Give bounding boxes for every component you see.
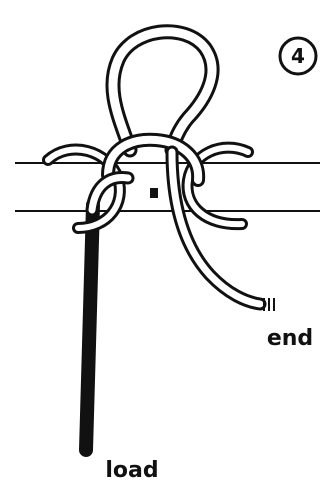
- rope-standing-part: [86, 205, 93, 450]
- label-end: end: [267, 326, 313, 351]
- step-number: 4: [291, 44, 305, 68]
- rope: [48, 32, 260, 450]
- step-badge: 4: [280, 38, 316, 74]
- rope-upper-loop: [113, 32, 212, 150]
- label-load: load: [105, 458, 158, 483]
- knot-center-mark: [150, 188, 158, 198]
